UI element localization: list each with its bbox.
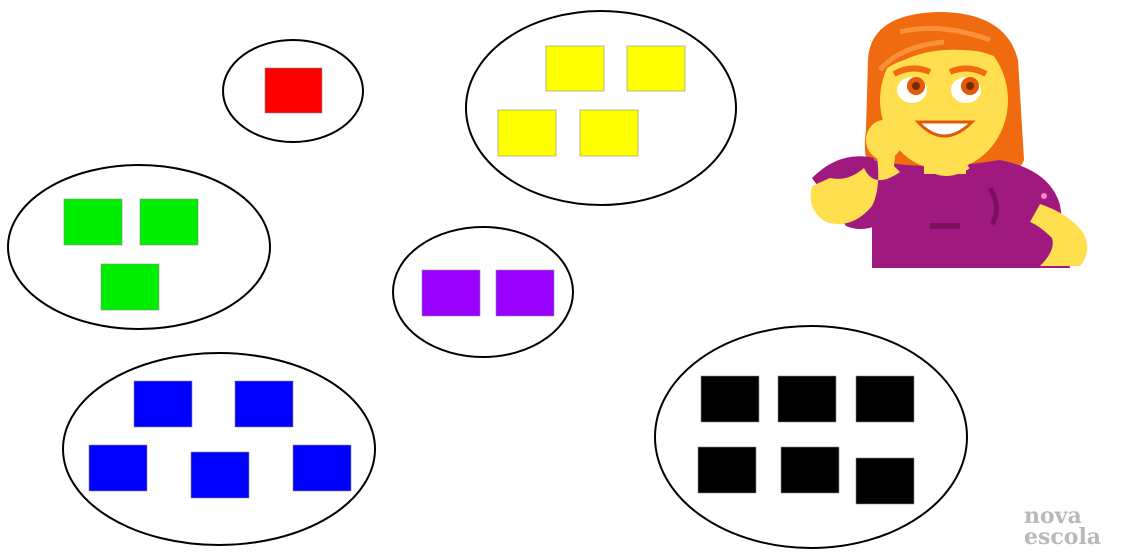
group-item [856, 376, 914, 422]
girl-thinking-icon [811, 12, 1088, 268]
group-item [698, 447, 756, 493]
group-outline [655, 326, 967, 548]
group-black [655, 326, 967, 548]
logo-line-2: escola [1024, 527, 1124, 548]
group-item [134, 381, 192, 427]
group-blue [63, 353, 375, 545]
group-item [580, 110, 638, 156]
group-item [265, 68, 322, 113]
group-item [235, 381, 293, 427]
group-item [781, 447, 839, 493]
group-outline [466, 11, 736, 205]
group-item [498, 110, 556, 156]
group-item [101, 264, 159, 310]
group-yellow [466, 11, 736, 205]
group-item [546, 46, 604, 91]
group-item [701, 376, 759, 422]
group-item [89, 445, 147, 491]
group-purple [393, 227, 573, 357]
group-item [627, 46, 685, 91]
group-green [8, 165, 270, 329]
group-item [496, 270, 554, 316]
group-item [422, 270, 480, 316]
group-item [140, 199, 198, 245]
group-red [223, 40, 363, 142]
group-item [191, 452, 249, 498]
group-item [293, 445, 351, 491]
nova-escola-logo: nova escola [1024, 506, 1124, 548]
group-item [856, 458, 914, 504]
group-item [64, 199, 122, 245]
group-item [778, 376, 836, 422]
